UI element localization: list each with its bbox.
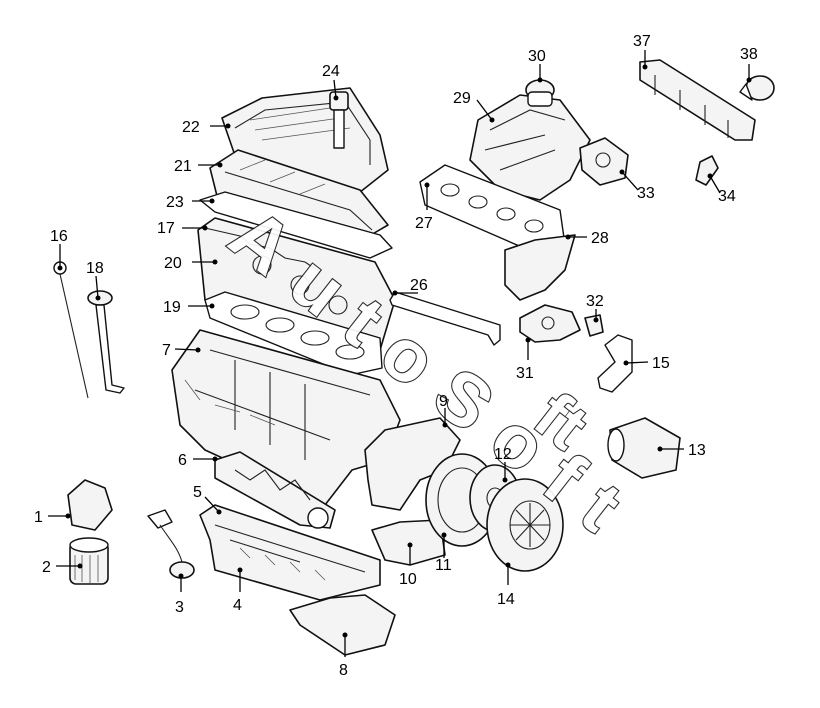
leader-lines <box>48 50 752 657</box>
callout-21: 21 <box>174 158 192 175</box>
oil-filter-housing-part <box>67 479 113 531</box>
callout-4: 4 <box>233 597 242 614</box>
callout-17: 17 <box>157 220 175 237</box>
callout-13: 13 <box>688 442 706 459</box>
callout-7: 7 <box>162 342 171 359</box>
callout-1: 1 <box>34 509 43 526</box>
callout-20: 20 <box>164 255 182 272</box>
dipstick-part <box>53 261 89 399</box>
thermostat-housing-part <box>519 304 581 343</box>
throttle-cap-part <box>525 79 555 107</box>
callout-14: 14 <box>497 591 515 608</box>
callout-28: 28 <box>591 230 609 247</box>
callout-10: 10 <box>399 571 417 588</box>
callout-9: 9 <box>439 393 448 410</box>
head-gasket-part <box>204 291 383 376</box>
callout-31: 31 <box>516 365 534 382</box>
callout-15: 15 <box>652 355 670 372</box>
fuel-rail-part <box>639 59 756 141</box>
crankshaft-part <box>214 451 336 529</box>
callout-16: 16 <box>50 228 68 245</box>
coolant-sensor-part <box>584 314 604 337</box>
callout-2: 2 <box>42 559 51 576</box>
callout-6: 6 <box>178 452 187 469</box>
callout-26: 26 <box>410 277 428 294</box>
callout-5: 5 <box>193 484 202 501</box>
callout-19: 19 <box>163 299 181 316</box>
oil-pan-part <box>199 504 381 601</box>
flywheel-cover-part <box>371 519 446 566</box>
fuel-injector-part <box>695 155 719 186</box>
callout-30: 30 <box>528 48 546 65</box>
pressure-plate-part <box>486 478 564 572</box>
starter-motor-part <box>607 417 681 479</box>
callout-labels: 1 2 3 4 5 6 7 8 9 10 11 12 13 14 15 16 1… <box>34 33 758 679</box>
callout-38: 38 <box>740 46 758 63</box>
callout-33: 33 <box>637 185 655 202</box>
callout-23: 23 <box>166 194 184 211</box>
head-gasket-bores <box>230 304 365 360</box>
callout-18: 18 <box>86 260 104 277</box>
callout-32: 32 <box>586 293 604 310</box>
coolant-hose-part <box>389 291 501 346</box>
callout-24: 24 <box>322 63 340 80</box>
callout-11: 11 <box>435 557 452 574</box>
dipstick-tube-part <box>87 290 125 394</box>
callout-8: 8 <box>339 662 348 679</box>
throttle-body-part <box>579 137 629 186</box>
callout-29: 29 <box>453 90 471 107</box>
callout-34: 34 <box>718 188 736 205</box>
pressure-regulator-part <box>739 75 775 101</box>
engine-bracket-part <box>289 594 396 656</box>
oil-filter-part <box>69 537 109 585</box>
oil-pickup-part <box>147 509 195 579</box>
exhaust-manifold-part <box>504 234 576 301</box>
callout-12: 12 <box>494 446 512 463</box>
callout-37: 37 <box>633 33 651 50</box>
valve-cover-gasket-part <box>199 191 393 259</box>
callout-3: 3 <box>175 599 184 616</box>
callout-27: 27 <box>415 215 433 232</box>
callout-22: 22 <box>182 119 200 136</box>
coolant-elbow-part <box>597 334 633 393</box>
